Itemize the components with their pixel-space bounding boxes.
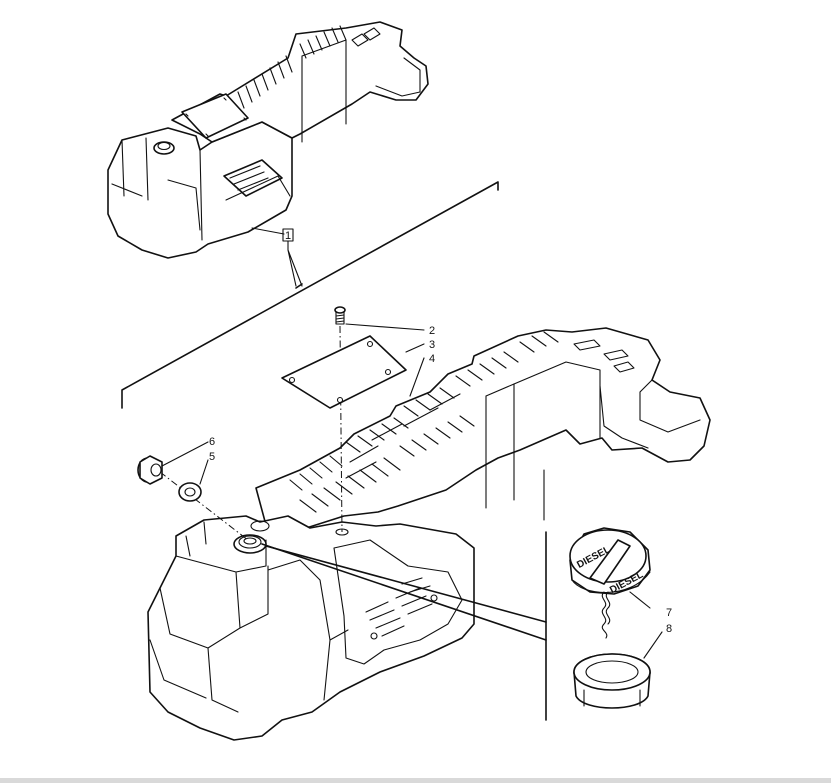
callout-2-label: 2 <box>429 325 435 337</box>
callout-7-label: 7 <box>666 607 672 619</box>
cover-plate-part <box>281 335 407 409</box>
fuel-tank-assembly-small <box>107 21 429 259</box>
callout-5-label: 5 <box>209 451 215 463</box>
drain-plug-part <box>137 455 163 485</box>
callout-4-label: 4 <box>429 353 435 365</box>
screw-part <box>334 306 346 325</box>
callout-8-label: 8 <box>666 623 672 635</box>
callout-6-label: 6 <box>209 436 215 448</box>
fuel-tank-main <box>147 327 711 741</box>
callout-3-label: 3 <box>429 339 435 351</box>
washer-part <box>178 482 202 502</box>
callout-1: 1 <box>251 227 303 287</box>
callout-1-label: 1 <box>285 230 291 242</box>
group-bracket <box>121 181 499 409</box>
diesel-filler-cap: DIESEL DIESEL <box>569 527 651 639</box>
bottom-divider <box>0 778 831 783</box>
filler-adaptor-ring <box>573 653 651 709</box>
